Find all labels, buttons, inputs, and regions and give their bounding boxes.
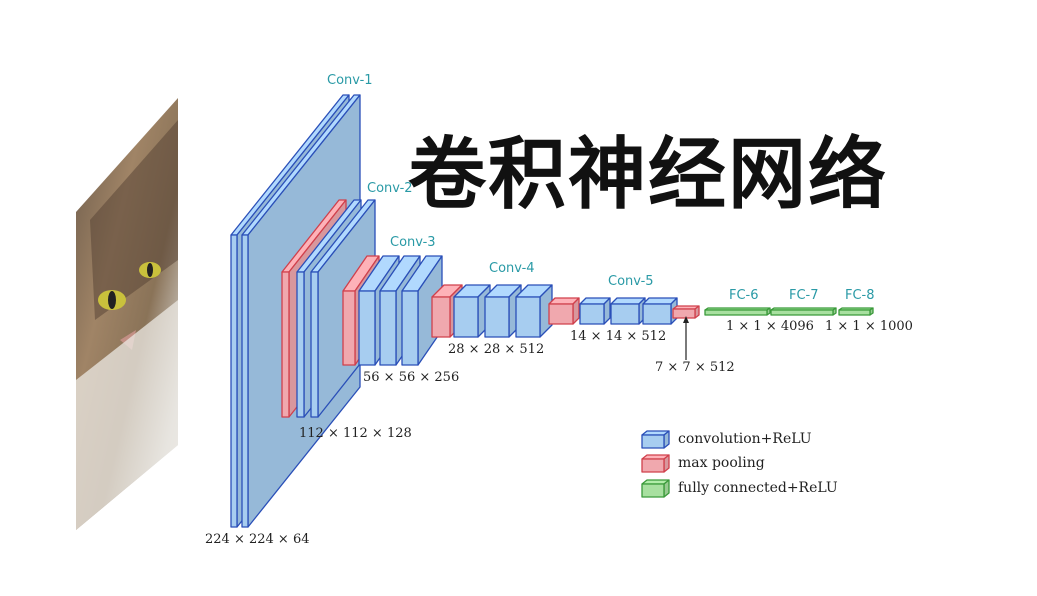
conv1-slab-2-front	[241, 234, 249, 528]
layer-blocks	[230, 94, 874, 528]
size-label-14: 14 × 14 × 512	[570, 329, 666, 344]
pointer-arrow-head	[683, 316, 689, 323]
legend-pool-swatch-front	[641, 458, 665, 473]
fc6-bar-front	[704, 309, 768, 316]
conv3-cube-3	[401, 255, 443, 366]
conv5-cube-1	[579, 297, 611, 325]
legend: convolution+ReLU max pooling fully conne…	[641, 430, 838, 498]
conv3-cube-2-front	[379, 290, 397, 366]
input-image	[76, 98, 178, 530]
fc6-bar	[704, 307, 771, 316]
conv5-cube-3-front	[642, 303, 672, 325]
size-label-224: 224 × 224 × 64	[205, 532, 309, 547]
fc8-bar-front	[838, 309, 871, 316]
legend-conv-swatch-front	[641, 434, 665, 449]
pool2-slab-front	[342, 290, 356, 366]
fc8-bar	[838, 307, 874, 316]
conv4-cube-3	[515, 284, 553, 338]
size-label-112: 112 × 112 × 128	[299, 426, 412, 441]
conv5-cube-2-front	[610, 303, 640, 325]
pool4-slab	[548, 297, 580, 325]
pool4-slab-front	[548, 303, 574, 325]
size-label-fc4096: 1 × 1 × 4096	[726, 319, 814, 334]
fc8-label: FC-8	[845, 288, 875, 303]
conv4-label: Conv-4	[489, 261, 535, 276]
conv5-cube-1-front	[579, 303, 605, 325]
page-title: 卷积神经网络	[408, 130, 889, 220]
conv5-cube-3	[642, 297, 678, 325]
conv3-label: Conv-3	[390, 235, 436, 250]
fc7-bar	[770, 307, 837, 316]
conv4-cube-2	[484, 284, 522, 338]
legend-fc-label: fully connected+ReLU	[678, 480, 838, 496]
conv2-label: Conv-2	[367, 181, 413, 196]
pool5-slab	[672, 305, 700, 319]
conv1-slab-1-front	[230, 234, 238, 528]
size-label-28: 28 × 28 × 512	[448, 342, 544, 357]
conv1-label: Conv-1	[327, 73, 373, 88]
size-label-7: 7 × 7 × 512	[655, 360, 735, 375]
conv5-cube-2	[610, 297, 646, 325]
legend-conv-label: convolution+ReLU	[678, 431, 812, 447]
fc7-bar-front	[770, 309, 834, 316]
conv4-cube-2-front	[484, 296, 510, 338]
pool5-slab-front	[672, 308, 696, 319]
conv5-label: Conv-5	[608, 274, 654, 289]
conv2-slab-1-front	[296, 271, 305, 418]
fc7-label: FC-7	[789, 288, 819, 303]
size-label-56: 56 × 56 × 256	[363, 370, 459, 385]
conv3-cube-3-front	[401, 290, 419, 366]
size-label-fc1000: 1 × 1 × 1000	[825, 319, 913, 334]
fc6-label: FC-6	[729, 288, 759, 303]
legend-fc-swatch	[641, 479, 670, 498]
pool3-slab-front	[431, 296, 451, 338]
pool1-slab-front	[281, 271, 290, 418]
conv4-cube-1	[453, 284, 491, 338]
conv3-cube-1-front	[358, 290, 376, 366]
conv4-cube-1-front	[453, 296, 479, 338]
legend-pool-swatch	[641, 454, 670, 473]
legend-pool-label: max pooling	[678, 455, 765, 471]
conv4-cube-3-front	[515, 296, 541, 338]
conv2-slab-2-front	[310, 271, 319, 418]
legend-conv-swatch	[641, 430, 670, 449]
legend-fc-swatch-front	[641, 483, 665, 498]
